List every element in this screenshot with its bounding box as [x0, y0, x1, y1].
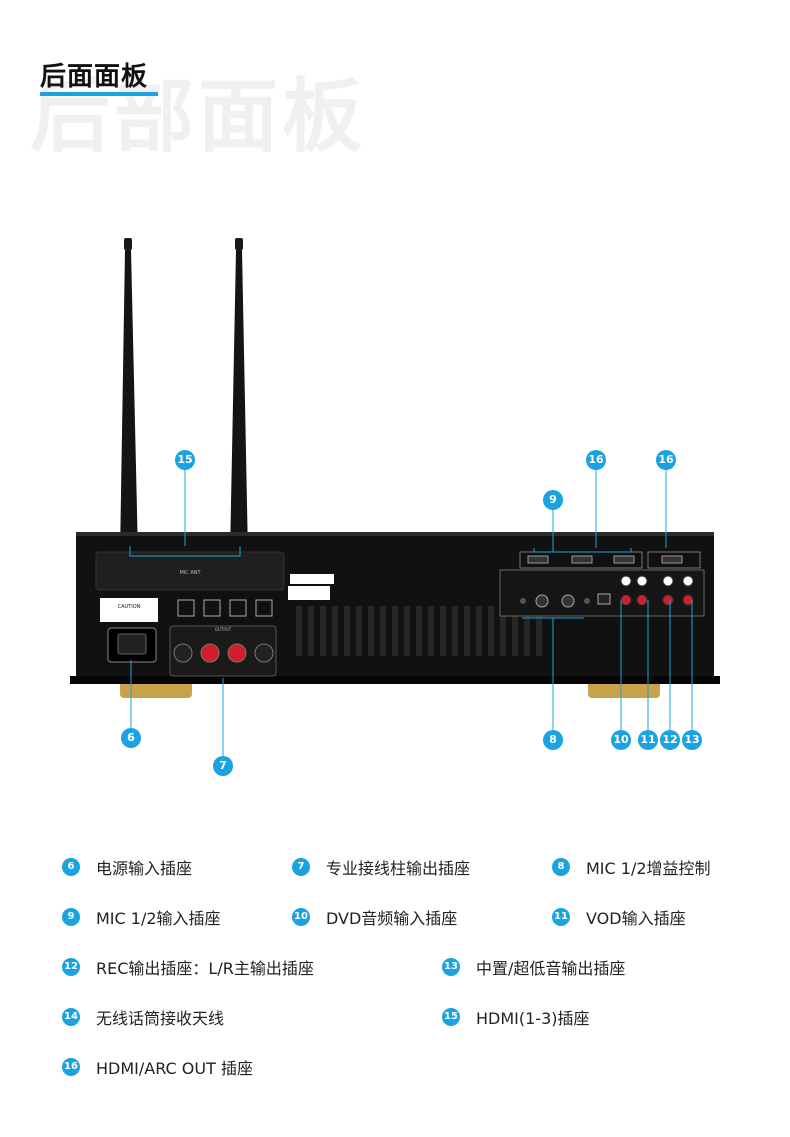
callout-15: 16 — [586, 450, 606, 470]
output-label: OUTPUT — [215, 627, 232, 632]
speaker-terminals — [169, 625, 277, 677]
callout-11: 11 — [638, 730, 658, 750]
antenna-left — [117, 238, 141, 582]
legend-label: REC输出插座：L/R主输出插座 — [96, 959, 314, 978]
callout-7: 7 — [213, 756, 233, 776]
callout-10: 10 — [611, 730, 631, 750]
callout-16: 16 — [656, 450, 676, 470]
callout-lines — [129, 470, 693, 756]
legend-label: DVD音频输入插座 — [326, 909, 458, 928]
legend-item-12: 12 REC输出插座：L/R主输出插座 — [62, 955, 314, 979]
legend-item-9: 9 MIC 1/2输入插座 — [62, 905, 221, 929]
callout-6: 6 — [121, 728, 141, 748]
title-underline — [40, 92, 158, 96]
home-icon — [229, 599, 247, 617]
legend-badge: 8 — [552, 858, 570, 876]
legend-item-6: 6 电源输入插座 — [62, 855, 192, 879]
legend-item-15: 15 HDMI(1-3)插座 — [442, 1005, 590, 1029]
mic1-jack — [535, 594, 549, 608]
legend-label: VOD输入插座 — [586, 909, 686, 928]
callout-14: 15 — [175, 450, 195, 470]
terminal-black-2 — [254, 643, 274, 663]
callout-13: 13 — [682, 730, 702, 750]
legend-item-7: 7 专业接线柱输出插座 — [292, 855, 470, 879]
terminal-black-1 — [173, 643, 193, 663]
callout-8: 8 — [543, 730, 563, 750]
caution-label: CAUTION — [118, 604, 141, 610]
legend-badge: 11 — [552, 908, 570, 926]
legend-label: MIC 1/2增益控制 — [586, 859, 711, 878]
legend-label: MIC 1/2输入插座 — [96, 909, 221, 928]
terminal-red-2 — [227, 643, 247, 663]
legend-label: 电源输入插座 — [96, 859, 193, 878]
legend-badge: 12 — [62, 958, 80, 976]
legend-item-14: 14 无线话筒接收天线 — [62, 1005, 224, 1029]
legend-item-16: 16 HDMI/ARC OUT 插座 — [62, 1055, 253, 1079]
legend-item-13: 13 中置/超低音输出插座 — [442, 955, 625, 979]
legend-item-10: 10 DVD音频输入插座 — [292, 905, 457, 929]
legend-badge: 9 — [62, 908, 80, 926]
page-title: 后面面板 — [40, 62, 149, 92]
legend-badge: 16 — [62, 1058, 80, 1076]
mic-ant-label: MIC ANT — [179, 570, 201, 576]
legend-badge: 7 — [292, 858, 310, 876]
legend-label: HDMI(1-3)插座 — [476, 1009, 590, 1028]
io-panel — [499, 569, 705, 617]
legend-badge: 14 — [62, 1008, 80, 1026]
weee-icon — [255, 599, 273, 617]
legend-item-8: 8 MIC 1/2增益控制 — [552, 855, 711, 879]
callout-12: 12 — [660, 730, 680, 750]
caution-sticker — [100, 598, 158, 622]
manual-icon — [177, 599, 195, 617]
ghost-title: 后部面板 — [30, 70, 366, 163]
legend-item-11: 11 VOD输入插座 — [552, 905, 686, 929]
legend-label: 专业接线柱输出插座 — [326, 859, 471, 878]
antenna-right — [227, 238, 251, 582]
legend-badge: 13 — [442, 958, 460, 976]
legend-badge: 15 — [442, 1008, 460, 1026]
terminal-red-1 — [200, 643, 220, 663]
legend-label: 无线话筒接收天线 — [96, 1009, 225, 1028]
amplifier-rear-panel: MIC ANT CAUTION OUTPUT — [70, 238, 720, 756]
heatsink-vents — [296, 606, 542, 656]
legend-label: 中置/超低音输出插座 — [476, 959, 626, 978]
legend-badge: 10 — [292, 908, 310, 926]
ce-icon — [203, 599, 221, 617]
callout-9: 9 — [543, 490, 563, 510]
legend-badge: 6 — [62, 858, 80, 876]
optical-port — [597, 593, 611, 605]
legend-label: HDMI/ARC OUT 插座 — [96, 1059, 253, 1078]
mic2-jack — [561, 594, 575, 608]
